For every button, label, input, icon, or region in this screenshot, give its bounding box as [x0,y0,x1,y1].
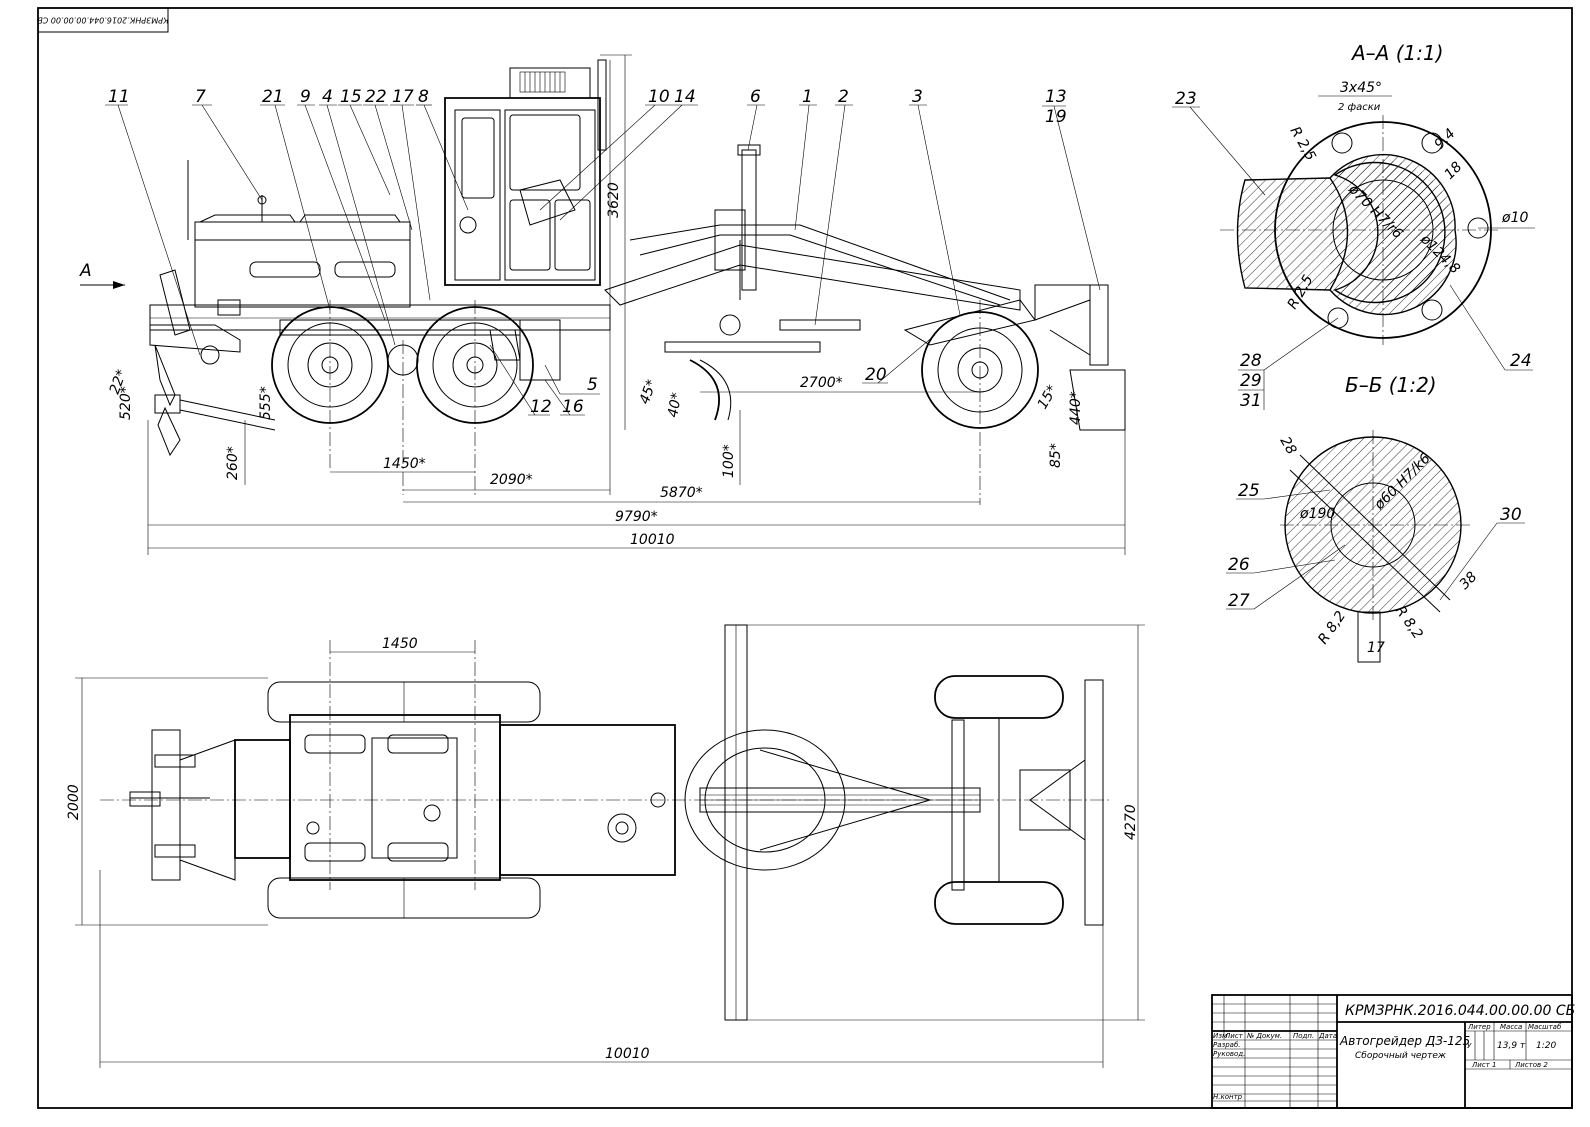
callout-17: 17 [392,87,414,107]
dim-15: 15* [1035,382,1061,412]
callout-16: 16 [562,397,584,417]
tb-masshtab: 1:20 [1536,1041,1556,1051]
callout-22: 22 [365,87,387,107]
callout-21: 21 [262,87,284,107]
stamp-box [37,7,169,33]
dim-9790: 9790* [615,509,658,525]
dim-555: 555* [258,386,274,420]
tb-h-massa: Масса [1500,1023,1522,1031]
dim-440: 440* [1068,391,1084,425]
dim-4270: 4270 [1123,804,1139,840]
dim-chamfer: 3x45° [1340,80,1382,96]
callout-6: 6 [750,87,761,107]
dim-2090: 2090* [490,472,533,488]
dim-bb-28: 28 [1277,434,1300,458]
callout-10: 10 [648,87,670,107]
callout-20: 20 [865,365,887,385]
dim-10010-top: 10010 [605,1046,650,1062]
callout-27: 27 [1228,591,1250,611]
tb-doc-type: Сборочный чертеж [1355,1051,1447,1061]
dim-height: 3620 [606,182,622,218]
side-callouts: 11 7 21 9 4 15 22 17 8 10 14 6 1 [105,87,1101,417]
dim-520: 520* [118,386,134,420]
tb-col-sign: Подп. [1293,1032,1314,1040]
dim-18: 18 [1442,159,1466,183]
tb-col-list: Лист [1224,1032,1244,1040]
dim-phi10: ø10 [1501,210,1528,226]
dim-r25a: R 2,5 [1287,124,1319,164]
view-arrow-label: A [79,261,92,281]
tb-col-doc: № Докум. [1246,1032,1282,1040]
dim-40: 40* [665,391,685,418]
callout-11: 11 [108,87,130,107]
dim-5870: 5870* [660,485,703,501]
callout-29: 29 [1240,371,1262,391]
tb-col-izm: Изм [1213,1032,1228,1040]
callout-26: 26 [1228,555,1250,575]
side-view: A [79,54,1126,555]
callout-15: 15 [340,87,362,107]
sheet-frame [37,7,1573,1109]
stamp-code: КРМЗРНК.2016.044.00.00.00 СБ [37,16,169,25]
callout-12: 12 [530,397,552,417]
tb-row-nkontr: Н.контр [1213,1093,1243,1101]
section-bb: Б–Б (1:2) 28 ø190 ø60 H7/k6 38 R 8,2 R 8… [1226,373,1525,663]
tb-row-razrab: Разраб. [1213,1041,1241,1049]
callout-5: 5 [587,375,598,395]
tb-row-rukovod: Руковод. [1213,1050,1245,1058]
callout-31: 31 [1240,391,1262,411]
tb-h-liter: Литер [1467,1023,1491,1031]
callout-25: 25 [1238,481,1260,501]
top-view: 1450 2000 4270 10010 [66,624,1145,1068]
dim-phi190: ø190 [1299,506,1335,522]
tb-liter: У [1467,1042,1472,1050]
callout-1: 1 [802,87,813,107]
dim-r82b: R 8,2 [1392,603,1426,642]
dim-r82a: R 8,2 [1315,608,1349,647]
dim-260: 260* [225,446,241,480]
tb-product-name: Автогрейдер ДЗ-125 [1339,1034,1470,1048]
dim-22: 22* [107,368,131,397]
callout-23: 23 [1175,89,1197,109]
tb-listov: Листов 2 [1514,1061,1548,1069]
dim-2700: 2700* [800,375,843,391]
callout-24: 24 [1510,351,1532,371]
callout-19: 19 [1045,107,1067,127]
dim-chamfer-note: 2 фаски [1338,102,1381,113]
callout-14: 14 [674,87,696,107]
dim-1450-top: 1450 [382,636,418,652]
dim-bb-17: 17 [1367,640,1385,656]
callout-8: 8 [418,87,429,107]
dim-10010-side: 10010 [630,532,675,548]
callout-4: 4 [322,87,333,107]
section-aa-title: А–А (1:1) [1350,41,1444,65]
callout-2: 2 [838,87,849,107]
callout-9: 9 [300,87,311,107]
callout-13: 13 [1045,87,1067,107]
tb-list: Лист 1 [1471,1061,1496,1069]
callout-28: 28 [1240,351,1262,371]
dim-45: 45* [637,378,661,407]
callout-30: 30 [1500,505,1522,525]
section-aa: А–А (1:1) ø10 3x45° 2 фаски R 2,5 R 2,5 … [1172,41,1535,411]
dim-100: 100* [721,444,737,478]
title-block: Изм Лист № Докум. Подп. Дата Разраб. Рук… [1211,994,1575,1109]
tb-massa: 13,9 т [1497,1041,1526,1051]
tb-col-date: Дата [1318,1032,1337,1040]
dim-1450-side: 1450* [383,456,426,472]
section-bb-title: Б–Б (1:2) [1345,373,1437,397]
tb-designation: КРМЗРНК.2016.044.00.00.00 СБ [1345,1003,1575,1019]
dim-85: 85* [1048,443,1064,468]
dim-2000: 2000 [66,784,82,820]
callout-3: 3 [912,87,923,107]
callout-7: 7 [195,87,206,107]
tb-h-masshtab: Масштаб [1528,1023,1562,1031]
